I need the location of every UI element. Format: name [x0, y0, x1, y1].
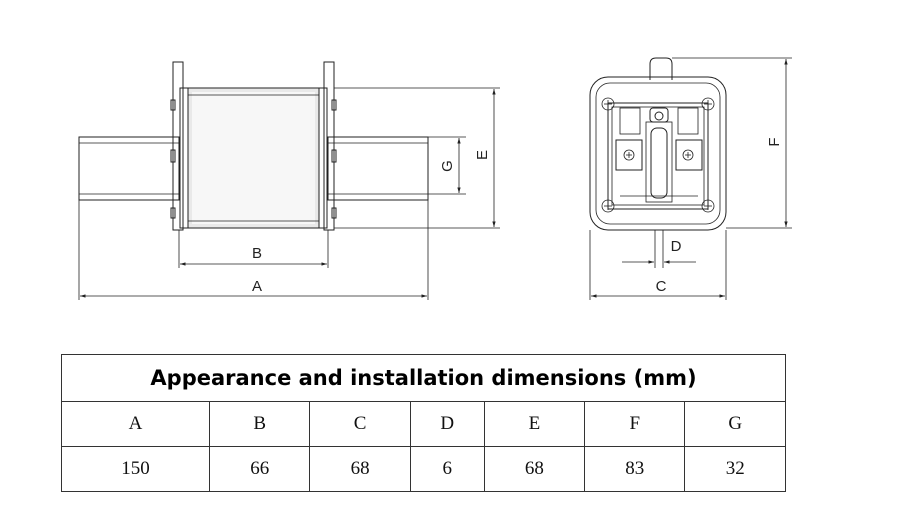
end-plate-outline	[589, 76, 727, 231]
table-header-row: A B C D E F G	[60, 401, 786, 447]
value-cell: 68	[309, 446, 411, 492]
header-cell: F	[584, 401, 686, 447]
value-cell: 83	[584, 446, 686, 492]
right-blade	[327, 136, 429, 201]
dim-b-label: B	[252, 245, 262, 262]
left-blade	[78, 136, 180, 201]
side-view: B A E G	[78, 61, 500, 300]
header-cell: C	[309, 401, 411, 447]
top-tab	[649, 57, 673, 80]
header-cell: B	[209, 401, 311, 447]
dim-d-label: D	[671, 238, 682, 255]
left-end-plate	[172, 61, 184, 231]
dim-a-label: A	[252, 278, 262, 295]
dim-f-label: F	[766, 137, 783, 146]
end-view: F D C	[589, 57, 792, 300]
dimensions-table: Appearance and installation dimensions (…	[60, 354, 786, 492]
value-cell: 66	[209, 446, 311, 492]
value-cell: 32	[684, 446, 786, 492]
right-end-plate	[323, 61, 335, 231]
blade-slot	[650, 127, 668, 199]
header-cell: D	[409, 401, 485, 447]
dim-g-label: G	[439, 160, 456, 172]
dim-e-label: E	[474, 150, 491, 160]
table-title: Appearance and installation dimensions (…	[61, 354, 786, 402]
value-cell: 150	[60, 446, 211, 492]
header-cell: A	[60, 401, 211, 447]
table-value-row: 150 66 68 6 68 83 32	[60, 446, 786, 492]
dim-c-label: C	[656, 278, 667, 295]
fuse-dimension-drawing: B A E G	[78, 57, 792, 300]
value-cell: 68	[483, 446, 586, 492]
header-cell: G	[684, 401, 786, 447]
value-cell: 6	[409, 446, 485, 492]
header-cell: E	[483, 401, 586, 447]
